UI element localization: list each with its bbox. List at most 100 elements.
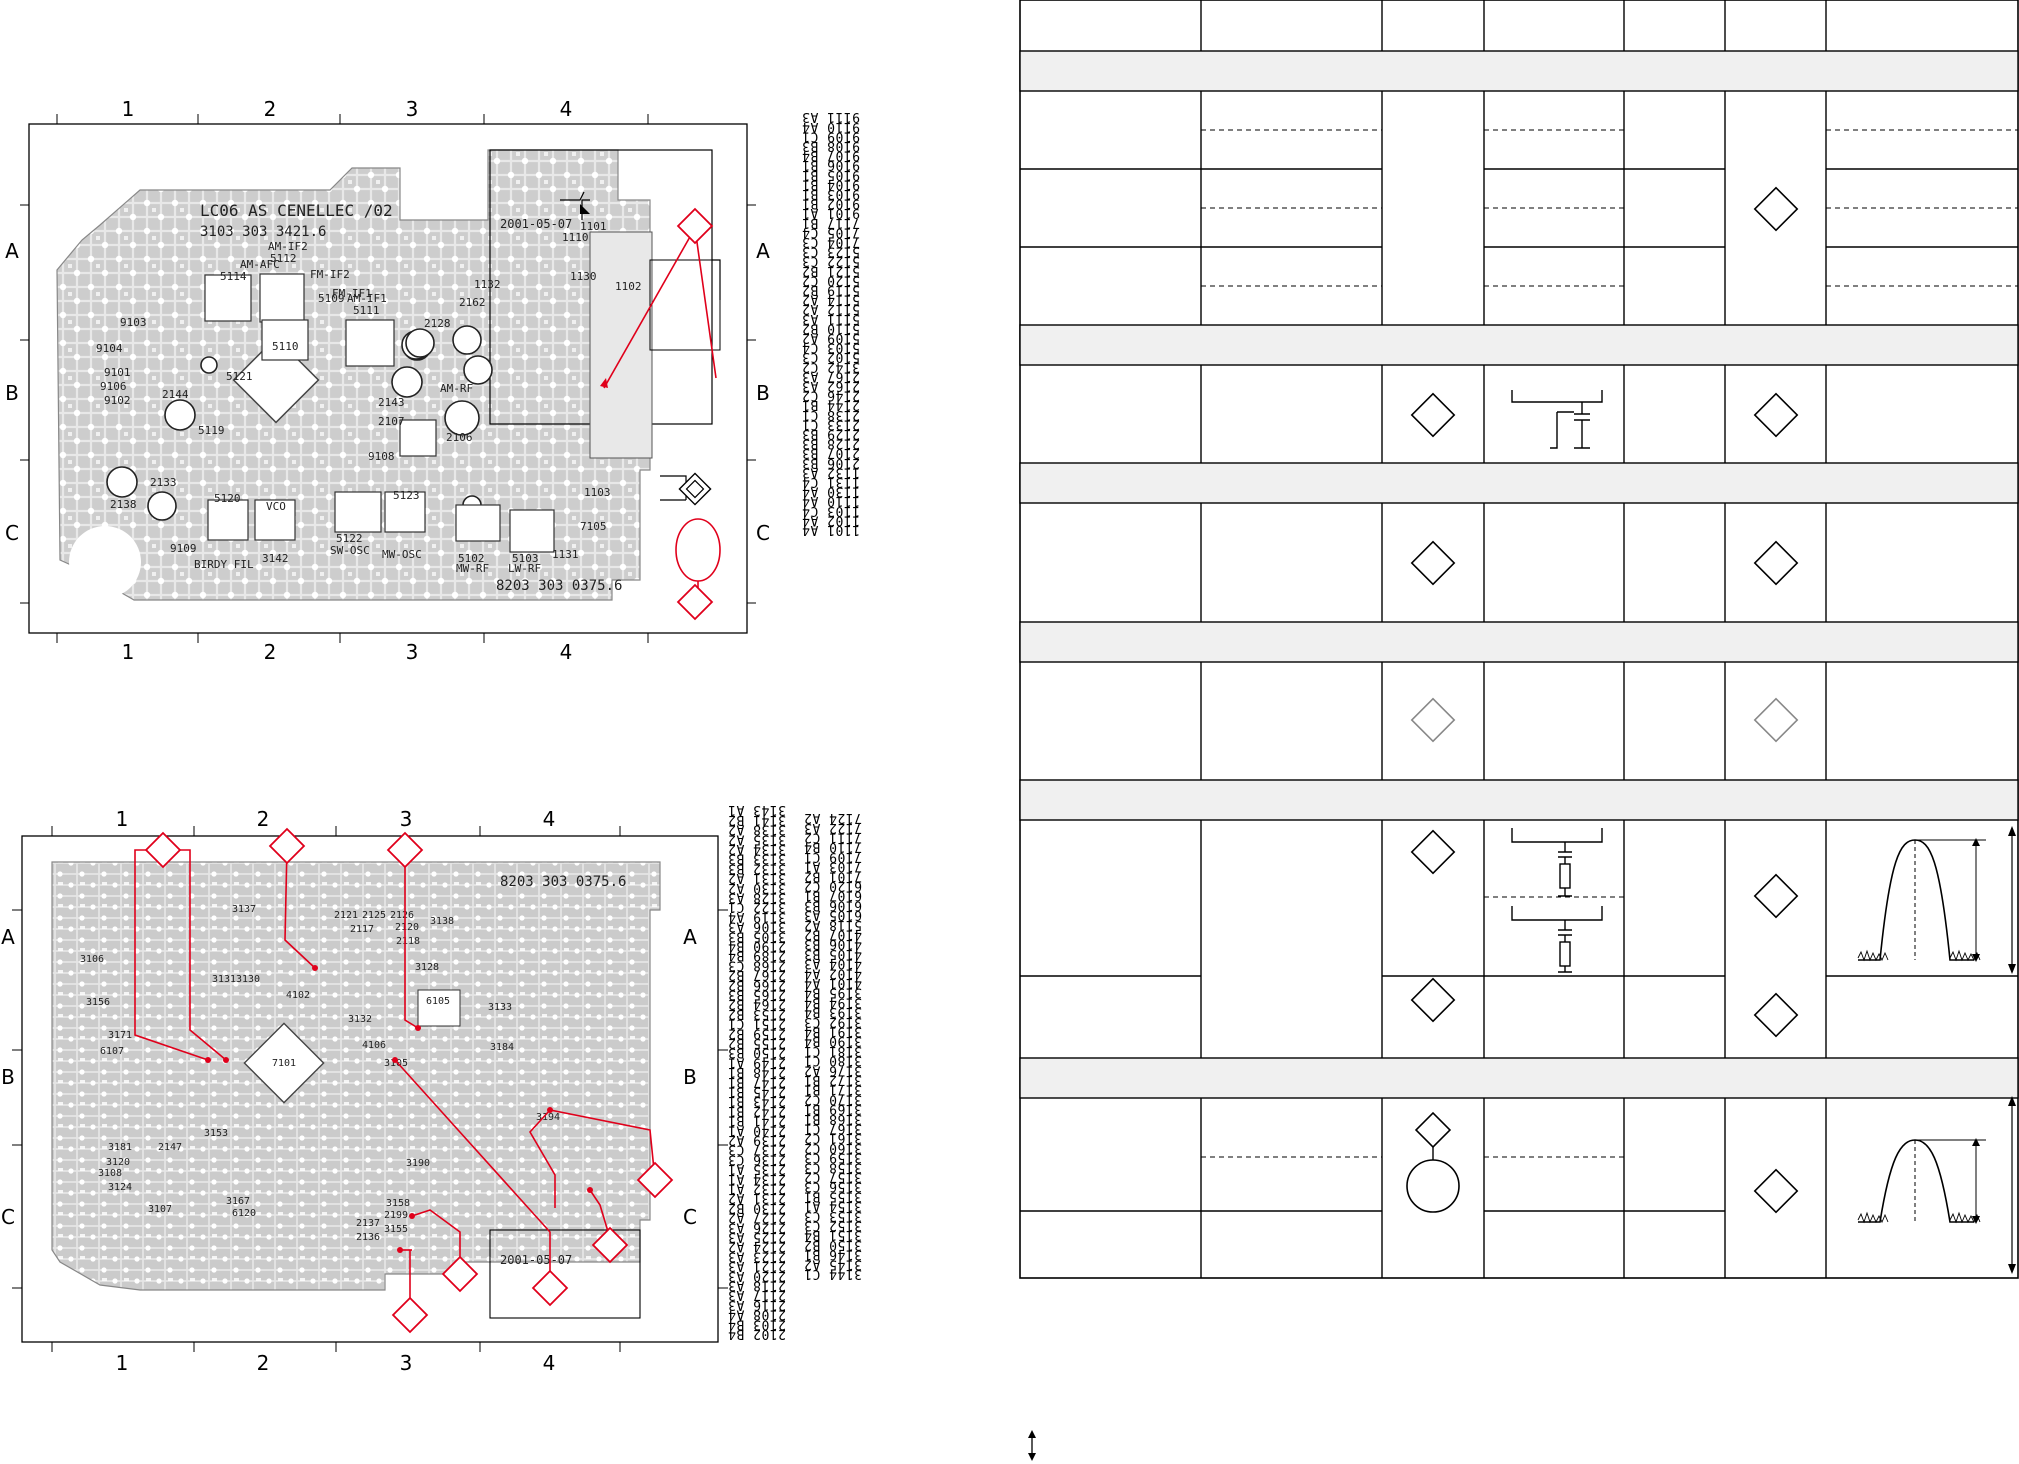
crossref-entry: 3195 B4 (804, 985, 862, 1000)
crossref-entry: 3156 C3 (804, 1179, 862, 1194)
crossref-entry: 5120 C2 (802, 272, 860, 287)
test-point-diamond-6 (1414, 1111, 1452, 1149)
mirrored-number: 8203 303 0375.6 (500, 874, 626, 890)
label-9106: 9106 (100, 380, 127, 393)
label-9103: 9103 (120, 316, 147, 329)
adjust-diamond-1 (1753, 186, 1799, 232)
label-3131: 3131 (212, 974, 236, 985)
crossref-entry: 3119 A4 (728, 909, 786, 924)
label-2147: 2147 (158, 1142, 182, 1153)
crossref-entry: 1102 A4 (802, 512, 860, 527)
crossref-entry: 4101 A4 (804, 975, 862, 990)
crossref-entry: 9108 B3 (802, 138, 860, 153)
bottom-grid-row-c: C (1, 1205, 15, 1229)
label-3132: 3132 (348, 1014, 372, 1025)
crossref-entry: 9104 B1 (802, 176, 860, 191)
crossref-entry: 2151 C1 (728, 1016, 786, 1031)
label-5121: 5121 (226, 370, 253, 383)
label-3137: 3137 (232, 904, 256, 915)
crossref-entry: 4106 B3 (804, 936, 862, 951)
crossref-entry: 2136 C3 (728, 1151, 786, 1166)
label-3120: 3120 (106, 1157, 130, 1168)
top-grid-col-3-bottom: 3 (406, 640, 419, 664)
top-grid-col-1: 1 (122, 97, 135, 121)
crossref-entry: 3145 A2 (804, 1256, 862, 1271)
crossref-entry: 1130 A4 (802, 484, 860, 499)
section-band-6 (1019, 1057, 2019, 1099)
crossref-entry: 2125 A3 (728, 1229, 786, 1244)
antenna-socket (649, 259, 721, 351)
response-curve-2 (1857, 1138, 1986, 1224)
label-2106: 2106 (446, 431, 473, 444)
crossref-entry: 3143 A1 (728, 802, 786, 817)
label-6105: 6105 (426, 996, 450, 1007)
label-2120: 2120 (395, 922, 419, 933)
crossref-entry: 3176 A2 (804, 1062, 862, 1077)
crossref-entry: 4107 B2 (804, 927, 862, 942)
adjust-diamond-4 (1753, 697, 1799, 743)
crossref-entry: 2107 B3 (802, 445, 860, 460)
red-probe-8 (391, 1296, 429, 1334)
label-9108: 9108 (368, 450, 395, 463)
label-1110: 1110 (562, 231, 589, 244)
crossref-entry: 3152 C3 (804, 1218, 862, 1233)
crossref-entry: 3180 C1 (804, 1053, 862, 1068)
red-probe-7 (531, 1269, 569, 1307)
test-point-diamond-4 (1410, 829, 1456, 875)
bottom-date-stamp: 2001-05-07 (500, 1253, 572, 1267)
label-3106: 3106 (80, 954, 104, 965)
label-2128: 2128 (424, 317, 451, 330)
label-6120: 6120 (232, 1208, 256, 1219)
crossref-entry: 9105 B1 (802, 167, 860, 182)
crossref-entry: 5109 A2 (802, 330, 860, 345)
crossref-entry: 3153 C3 (804, 1208, 862, 1223)
crossref-entry: 3172 B1 (804, 1072, 862, 1087)
crossref-entry: 3151 B4 (804, 1227, 862, 1242)
crossref-entry: 2167 B2 (728, 967, 786, 982)
label-am-rf: AM-RF (440, 382, 473, 395)
crossref-entry: 3160 C2 (804, 1140, 862, 1155)
label-5103: 5103 (512, 552, 539, 565)
label-3167: 3167 (226, 1196, 250, 1207)
crossref-entry: 5114 A2 (802, 292, 860, 307)
crossref-entry: 2130 B2 (728, 1200, 786, 1215)
crossref-entry: 3170 C2 (804, 1091, 862, 1106)
crossref-entry: 3141 B2 (728, 812, 786, 827)
crossref-entry: 4102 A4 (804, 965, 862, 980)
label-3184: 3184 (490, 1042, 514, 1053)
arrow-marker (580, 204, 590, 214)
legend-double-arrow (1028, 1430, 1036, 1461)
label-9104: 9104 (96, 342, 123, 355)
crossref-entry: 3133 B3 (728, 851, 786, 866)
crossref-entry: 2150 B3 (728, 1045, 786, 1060)
crossref-entry: 3171 B1 (804, 1082, 862, 1097)
crossref-entry: 5110 B2 (802, 320, 860, 335)
crossref-entry: 2131 A2 (728, 1190, 786, 1205)
crossref-entry: 7104 C3 (802, 234, 860, 249)
crossref-entry: 2116 A3 (728, 1297, 786, 1312)
label-5111: 5111 (353, 304, 380, 317)
red-arrowhead (600, 378, 608, 388)
crossref-entry: 3161 C2 (804, 1130, 862, 1145)
crossref-entry: 5118 A2 (804, 917, 862, 932)
crossref-entry: 5121 B2 (802, 263, 860, 278)
red-probe-5 (591, 1226, 629, 1264)
crossref-entry: 2189 B4 (728, 948, 786, 963)
label-5110: 5110 (272, 340, 299, 353)
crossref-entry: 3167 C1 (804, 1121, 862, 1136)
top-grid-row-c: C (5, 521, 19, 545)
crossref-entry: 3181 C1 (804, 1043, 862, 1058)
crossref-entry: 2144 B1 (802, 397, 860, 412)
label-mw-rf: MW-RF (456, 562, 489, 575)
crossref-entry: 3138 A2 (728, 822, 786, 837)
red-probe-6 (441, 1255, 479, 1293)
label-am-afc: AM-AFC (240, 258, 280, 271)
label-mw-osc: MW-OSC (382, 548, 422, 561)
crossref-entry: 2142 B1 (728, 1103, 786, 1118)
top-grid-row-a: A (5, 239, 19, 263)
crossref-entry: 7105 C4 (802, 224, 860, 239)
mount-hole (69, 526, 141, 598)
red-probe-3 (386, 831, 424, 869)
label-7105: 7105 (580, 520, 607, 533)
